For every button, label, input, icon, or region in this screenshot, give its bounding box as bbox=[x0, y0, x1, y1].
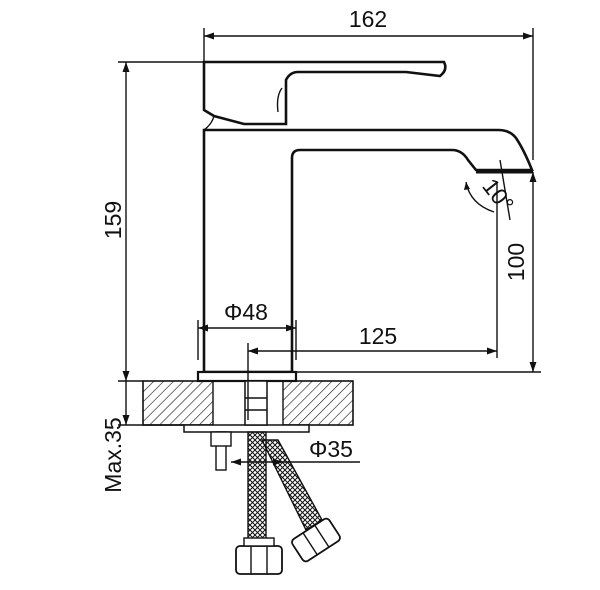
spout-height-label: 100 bbox=[503, 243, 529, 281]
body-diameter-label: Φ48 bbox=[224, 299, 268, 325]
spout-reach-label: 125 bbox=[359, 323, 397, 349]
overall-height-label: 159 bbox=[100, 201, 126, 239]
dimension-spout-height: 100 bbox=[296, 172, 541, 373]
dimension-spout-reach: 125 bbox=[247, 182, 498, 420]
faucet-handle bbox=[202, 60, 447, 131]
dimension-overall-height: 159 bbox=[100, 61, 204, 382]
hole-diameter-label: Φ35 bbox=[309, 436, 353, 462]
handle-angle-label: 10° bbox=[477, 173, 519, 216]
overall-width-label: 162 bbox=[349, 6, 387, 32]
dimension-hole-diameter: Φ35 bbox=[231, 436, 360, 466]
dimension-body-diameter: Φ48 bbox=[197, 299, 297, 360]
max-deck-thickness-label: Max.35 bbox=[100, 417, 126, 492]
dimension-overall-width: 162 bbox=[203, 6, 534, 160]
mounting-hardware bbox=[183, 380, 310, 471]
dimension-max-deck-thickness: Max.35 bbox=[100, 381, 184, 493]
